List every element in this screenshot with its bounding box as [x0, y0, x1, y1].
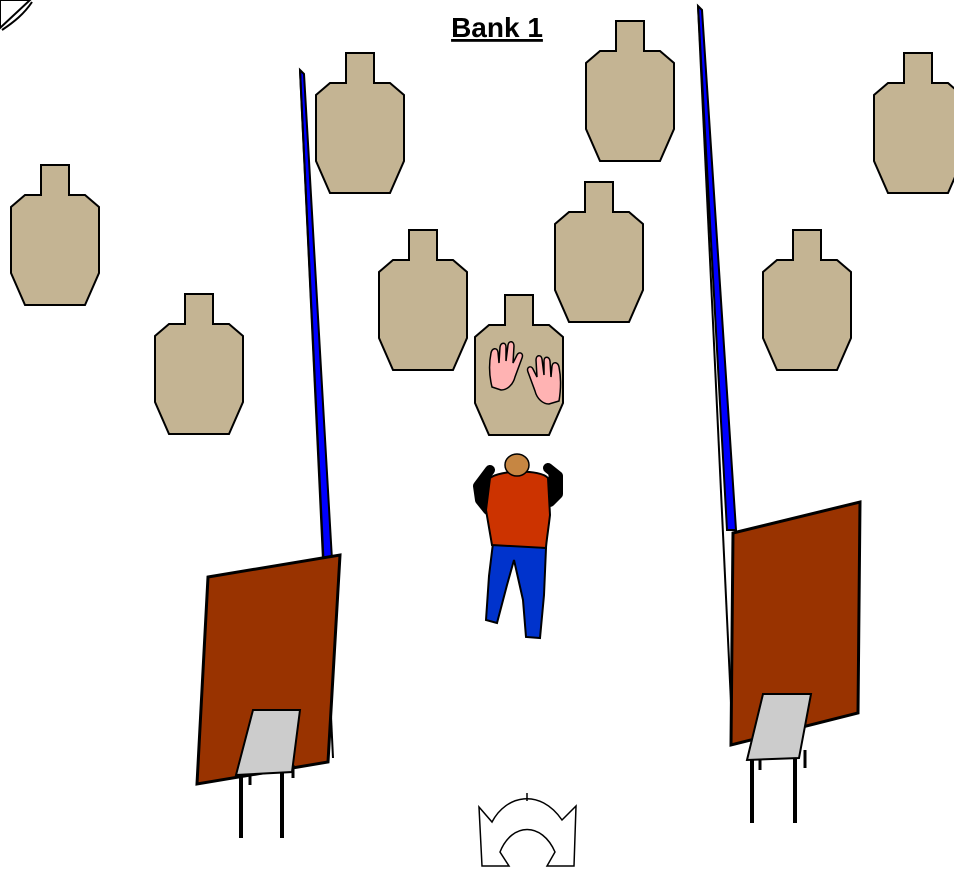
right-barrier-edge: [697, 5, 734, 746]
corner-arrow-fragment: [0, 0, 32, 30]
uprange-180-arrow-icon: [478, 793, 577, 867]
target-upper-left: [315, 52, 405, 194]
no-shoot-hands-icon: [488, 341, 562, 405]
target-left: [154, 293, 244, 435]
shooter-shirt: [484, 470, 552, 550]
shooter-right-arm: [543, 463, 563, 507]
left-wall: [195, 553, 342, 786]
shooter-pants: [484, 541, 548, 640]
target-upper-center: [585, 20, 675, 162]
right-table: [745, 693, 813, 823]
right-wall: [729, 500, 862, 747]
no-shoot-target: [474, 294, 564, 436]
shooter-head: [504, 453, 530, 477]
target-mid-right: [554, 181, 644, 323]
target-mid-left: [378, 229, 468, 371]
right-blue-barrier: [696, 3, 738, 531]
target-right: [762, 229, 852, 371]
shooter-figure: [473, 453, 563, 640]
target-upper-right: [873, 52, 954, 194]
left-table: [234, 709, 302, 838]
corner-arrow-edge: [1, 1, 33, 31]
target-far-left: [10, 164, 100, 306]
bank-title: Bank 1: [451, 12, 543, 43]
